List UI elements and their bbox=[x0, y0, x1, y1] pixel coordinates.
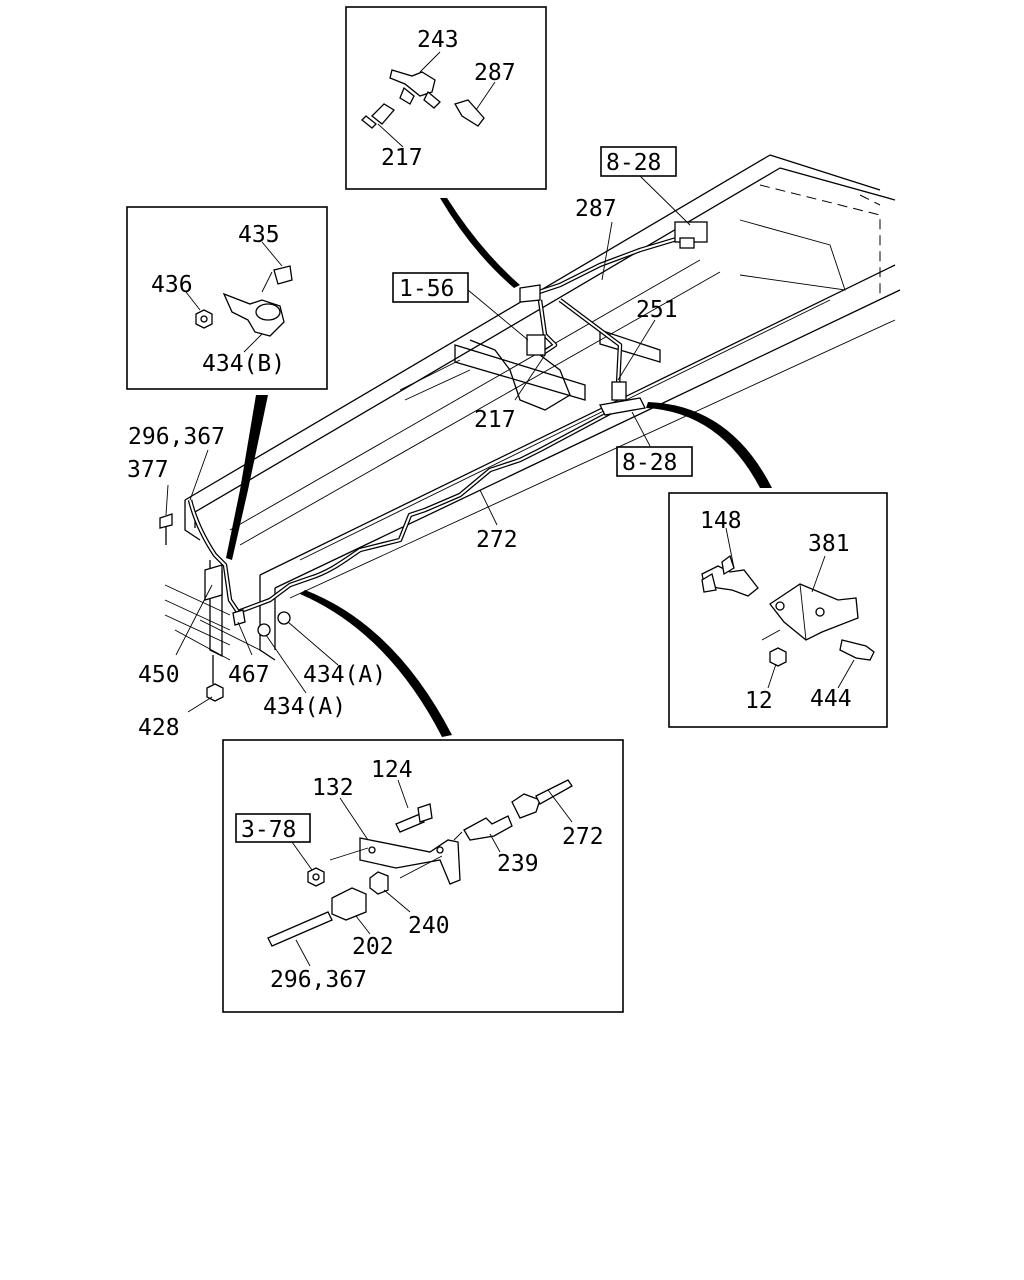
callout-124: 124 bbox=[371, 757, 413, 783]
callout-381: 381 bbox=[808, 531, 850, 557]
callout-450: 450 bbox=[138, 662, 180, 688]
callout-296-367-main: 296,367 bbox=[128, 424, 225, 450]
callout-272-main: 272 bbox=[476, 527, 518, 553]
callout-287-detail: 287 bbox=[474, 60, 516, 86]
main-fittings bbox=[159, 221, 708, 702]
ref-label-3-78[interactable]: 3-78 bbox=[241, 817, 296, 843]
callout-434a-upper: 434(A) bbox=[303, 662, 386, 688]
detail-box-right-frame bbox=[668, 492, 888, 728]
ref-box-8-28-right bbox=[616, 446, 693, 477]
ref-label-8-28-top[interactable]: 8-28 bbox=[606, 150, 661, 176]
detail-box-top: 243 287 217 bbox=[345, 6, 547, 190]
detail-box-right: 148 381 12 444 bbox=[668, 492, 888, 728]
callout-217-detail: 217 bbox=[381, 145, 423, 171]
callout-434b: 434(B) bbox=[202, 351, 285, 377]
callout-240: 240 bbox=[408, 913, 450, 939]
callout-434a-lower: 434(A) bbox=[263, 694, 346, 720]
ref-label-1-56[interactable]: 1-56 bbox=[399, 276, 454, 302]
callout-202: 202 bbox=[352, 934, 394, 960]
callout-287-main: 287 bbox=[575, 196, 617, 222]
ref-box-3-78 bbox=[235, 813, 311, 843]
callout-377: 377 bbox=[127, 457, 169, 483]
callout-428: 428 bbox=[138, 715, 180, 741]
callout-272-detail: 272 bbox=[562, 824, 604, 850]
main-leader-lines bbox=[165, 175, 691, 713]
detail-box-bottom-frame bbox=[222, 739, 624, 1013]
callout-444: 444 bbox=[810, 686, 852, 712]
callout-243: 243 bbox=[417, 27, 459, 53]
chassis-frame bbox=[164, 154, 901, 661]
callout-436: 436 bbox=[151, 272, 193, 298]
callout-251: 251 bbox=[636, 297, 678, 323]
callout-296-367-detail: 296,367 bbox=[270, 967, 367, 993]
detail-box-bottom: 124 132 3-78 272 239 240 202 296,367 bbox=[222, 739, 624, 1013]
callout-435: 435 bbox=[238, 222, 280, 248]
callout-148: 148 bbox=[700, 508, 742, 534]
detail-box-left-frame bbox=[126, 206, 328, 390]
detail-box-top-frame bbox=[345, 6, 547, 190]
detail-box-left: 435 436 434(B) bbox=[126, 206, 328, 390]
callout-217-main: 217 bbox=[474, 407, 516, 433]
callout-239: 239 bbox=[497, 851, 539, 877]
callout-132: 132 bbox=[312, 775, 354, 801]
callout-467: 467 bbox=[228, 662, 270, 688]
ref-label-8-28-right[interactable]: 8-28 bbox=[622, 450, 677, 476]
callout-12: 12 bbox=[745, 688, 773, 714]
detail-leaders bbox=[226, 198, 772, 737]
ref-box-1-56 bbox=[392, 272, 469, 303]
ref-box-8-28-top bbox=[600, 146, 677, 177]
